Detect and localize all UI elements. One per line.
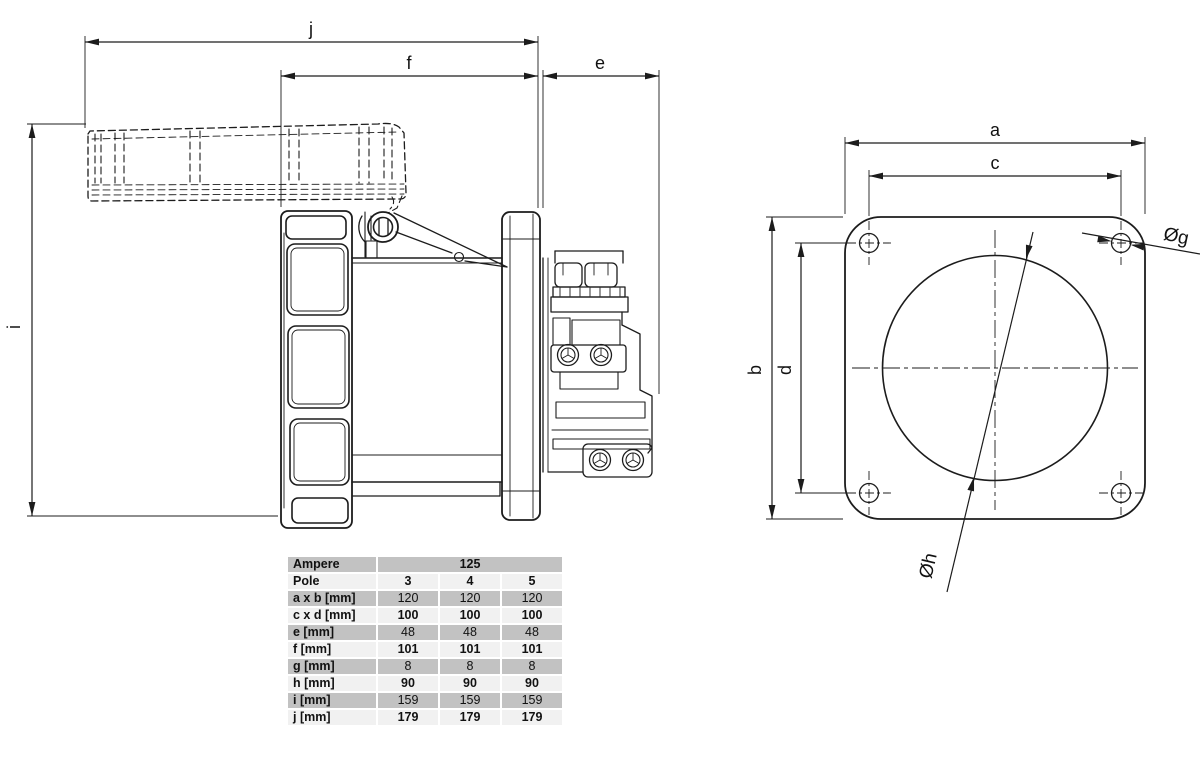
row-value: 90 bbox=[378, 676, 438, 691]
row-value: 90 bbox=[502, 676, 562, 691]
dimension-e: e bbox=[542, 53, 660, 394]
screw-terminal bbox=[556, 343, 580, 367]
row-label: h [mm] bbox=[288, 676, 376, 691]
dimension-g: Øg bbox=[1081, 224, 1200, 255]
dimension-h: Øh bbox=[916, 231, 1034, 593]
row-value: 48 bbox=[378, 625, 438, 640]
side-view: j f e i bbox=[4, 19, 660, 529]
row-label: Pole bbox=[288, 574, 376, 589]
row-value: 90 bbox=[440, 676, 500, 691]
row-label: a x b [mm] bbox=[288, 591, 376, 606]
dim-label-c: c bbox=[991, 153, 1000, 173]
mounting-hole bbox=[1099, 471, 1143, 515]
table-row: i [mm] 159 159 159 bbox=[288, 693, 562, 708]
dim-label-h: Øh bbox=[916, 551, 942, 580]
table-row: a x b [mm] 120 120 120 bbox=[288, 591, 562, 606]
hinge-and-spring bbox=[358, 196, 508, 268]
row-value: 8 bbox=[378, 659, 438, 674]
terminal-housing bbox=[542, 250, 653, 478]
screw-terminal bbox=[588, 448, 612, 472]
row-value: 159 bbox=[440, 693, 500, 708]
table-row: f [mm] 101 101 101 bbox=[288, 642, 562, 657]
dim-label-b: b bbox=[745, 365, 765, 375]
row-value: 3 bbox=[378, 574, 438, 589]
row-value: 125 bbox=[378, 557, 562, 572]
row-value: 100 bbox=[502, 608, 562, 623]
closed-lid-cover bbox=[280, 210, 353, 529]
dim-label-j: j bbox=[308, 19, 313, 39]
screw-terminal bbox=[621, 448, 645, 472]
row-value: 179 bbox=[378, 710, 438, 725]
table-row: j [mm] 179 179 179 bbox=[288, 710, 562, 725]
table-row: Pole 3 4 5 bbox=[288, 574, 562, 589]
flange-plate bbox=[844, 216, 1146, 520]
table-row: h [mm] 90 90 90 bbox=[288, 676, 562, 691]
dim-label-a: a bbox=[990, 120, 1001, 140]
row-value: 8 bbox=[502, 659, 562, 674]
row-label: Ampere bbox=[288, 557, 376, 572]
dimension-c: c bbox=[868, 153, 1122, 216]
row-value: 100 bbox=[440, 608, 500, 623]
dimension-f: f bbox=[280, 53, 538, 207]
screw-terminal bbox=[589, 343, 613, 367]
row-value: 8 bbox=[440, 659, 500, 674]
row-value: 101 bbox=[378, 642, 438, 657]
row-value: 48 bbox=[440, 625, 500, 640]
row-label: j [mm] bbox=[288, 710, 376, 725]
socket-body bbox=[351, 257, 503, 497]
dimension-b: b bbox=[745, 216, 843, 520]
row-label: e [mm] bbox=[288, 625, 376, 640]
row-value: 4 bbox=[440, 574, 500, 589]
row-value: 101 bbox=[440, 642, 500, 657]
dim-label-g: Øg bbox=[1162, 224, 1191, 250]
row-value: 159 bbox=[502, 693, 562, 708]
dim-label-i: i bbox=[4, 325, 24, 329]
open-lid-phantom bbox=[87, 122, 407, 214]
row-value: 101 bbox=[502, 642, 562, 657]
row-value: 159 bbox=[378, 693, 438, 708]
dimension-i: i bbox=[4, 123, 278, 517]
mounting-hole bbox=[847, 471, 891, 515]
table-row: e [mm] 48 48 48 bbox=[288, 625, 562, 640]
dimension-j: j bbox=[84, 19, 539, 208]
table-row: c x d [mm] 100 100 100 bbox=[288, 608, 562, 623]
dimension-table: Ampere 125 Pole 3 4 5 a x b [mm] 120 120… bbox=[286, 555, 564, 727]
row-label: i [mm] bbox=[288, 693, 376, 708]
dim-label-d: d bbox=[775, 365, 795, 375]
dim-label-f: f bbox=[406, 53, 412, 73]
row-value: 120 bbox=[502, 591, 562, 606]
table-row: Ampere 125 bbox=[288, 557, 562, 572]
dimension-a: a bbox=[844, 120, 1146, 214]
flange-side bbox=[501, 211, 541, 521]
row-label: c x d [mm] bbox=[288, 608, 376, 623]
mounting-hole bbox=[847, 221, 891, 265]
front-view: a c b d bbox=[745, 120, 1200, 593]
row-label: g [mm] bbox=[288, 659, 376, 674]
table-row: g [mm] 8 8 8 bbox=[288, 659, 562, 674]
row-value: 5 bbox=[502, 574, 562, 589]
row-value: 120 bbox=[440, 591, 500, 606]
row-value: 120 bbox=[378, 591, 438, 606]
row-label: f [mm] bbox=[288, 642, 376, 657]
row-value: 179 bbox=[440, 710, 500, 725]
dim-label-e: e bbox=[595, 53, 605, 73]
row-value: 48 bbox=[502, 625, 562, 640]
row-value: 100 bbox=[378, 608, 438, 623]
row-value: 179 bbox=[502, 710, 562, 725]
dimension-d: d bbox=[775, 242, 852, 494]
